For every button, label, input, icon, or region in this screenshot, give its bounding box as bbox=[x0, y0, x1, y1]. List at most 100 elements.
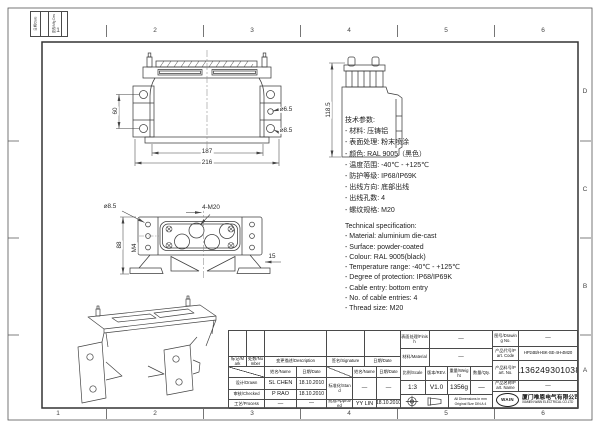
drawing-no-value: — bbox=[519, 331, 578, 347]
part-code-value: HP24B/H-BK-SE-4H-4M20 bbox=[519, 347, 578, 361]
ruler-letter: C bbox=[582, 185, 588, 193]
revision-header-number: 处数/Number bbox=[247, 357, 265, 367]
ruler-number: 2 bbox=[153, 26, 157, 34]
front-view bbox=[116, 50, 282, 166]
spec-line: - 出线方向: 底部出线 bbox=[345, 184, 410, 192]
spec-line: - 螺纹规格: M20 bbox=[345, 206, 395, 214]
qty-value: — bbox=[471, 381, 493, 395]
stand-label: 标准化/Stand bbox=[327, 378, 353, 400]
dim-label-216: 216 bbox=[200, 158, 214, 167]
dim-label-hole-6-5: ⌀6.5 bbox=[278, 105, 294, 114]
isometric-view bbox=[77, 295, 217, 404]
part-name-value: — bbox=[519, 381, 578, 392]
stand-name: — bbox=[353, 378, 377, 400]
name-header: 姓名/Name bbox=[265, 367, 297, 378]
qty-label: 数量/Qty. bbox=[471, 367, 493, 381]
ruler-number: 3 bbox=[250, 409, 254, 417]
spec-line: - No. of cable entries: 4 bbox=[345, 295, 418, 303]
corner-cell: 更改/Mfg Des bbox=[49, 12, 62, 36]
ruler-number: 1 bbox=[56, 26, 60, 34]
ruler-number: 5 bbox=[444, 409, 448, 417]
company-name-english: XIAMEN WAIN ELECTRICAL CO.LTD bbox=[522, 400, 574, 405]
tech-specs-chinese: 技术参数: - 材料: 压铸铝 - 表面处理: 粉末喷涂 - 颜色: RAL 9… bbox=[345, 115, 429, 216]
dim-label-bottom-8-5: ⌀8.5 bbox=[102, 202, 118, 211]
part-code-label: 产品代号/Part. Code bbox=[493, 347, 519, 361]
scale-label: 比例/Scale bbox=[400, 367, 426, 381]
spec-line: - 防护等级: IP68/IP69K bbox=[345, 173, 417, 181]
spec-line: - 温度范围: -40℃ - +125℃ bbox=[345, 161, 429, 169]
revision-empty-cell bbox=[265, 331, 327, 357]
spec-line: - 表面处理: 粉末喷涂 bbox=[345, 139, 410, 147]
finish-label: 表面处理/Finish bbox=[400, 331, 430, 349]
approved-label: 批准/Approved bbox=[327, 400, 353, 409]
cable-entry-holes bbox=[174, 222, 235, 250]
revision-header-signature: 签名/Signature bbox=[327, 357, 365, 367]
corner-cell-label: 日期/Date bbox=[32, 16, 37, 31]
revision-header-date: 日期/Date bbox=[365, 357, 401, 367]
name-header: 姓名/Name bbox=[353, 367, 377, 378]
projection-symbols bbox=[405, 395, 441, 408]
date-header: 日期/Date bbox=[297, 367, 327, 378]
revision-empty-cell bbox=[247, 331, 265, 357]
bottom-dimension-lines bbox=[120, 210, 281, 275]
spec-line: - Cable entry: bottom entry bbox=[345, 284, 428, 292]
revision-empty-cell bbox=[327, 331, 365, 357]
drawn-date: 18.10.2010 bbox=[297, 378, 327, 390]
ruler-number: 4 bbox=[347, 409, 351, 417]
titleblock-part-section: 图号/Drawing No. — 产品代号/Part. Code HP24B/H… bbox=[493, 330, 578, 409]
part-no-label: 产品料号/Part. No. bbox=[493, 361, 519, 381]
rev-value: V1.0 bbox=[426, 381, 448, 395]
checked-label: 审核/Checked bbox=[229, 390, 265, 400]
stand-date: — bbox=[377, 378, 401, 400]
process-name: — bbox=[265, 400, 297, 409]
ruler-number: 4 bbox=[347, 26, 351, 34]
checked-name: P RAO bbox=[265, 390, 297, 400]
dimension-note-line2: Original Size DIN A 4 bbox=[454, 401, 487, 406]
finish-value: — bbox=[430, 331, 493, 349]
ruler-number: 5 bbox=[444, 26, 448, 34]
part-name-label: 产品名称/Part. Name bbox=[493, 381, 519, 392]
process-date: — bbox=[297, 400, 327, 409]
spec-line: - Surface: powder-coated bbox=[345, 243, 424, 251]
ruler-letter: B bbox=[582, 282, 588, 290]
wain-logo: WAIN bbox=[496, 393, 519, 407]
company-name-chinese: 厦门唯恩电气有限公司 bbox=[522, 394, 578, 401]
corner-revision-strip: 日期/Date 更改/Mfg Des bbox=[30, 11, 68, 37]
company-cell: WAIN 厦门唯恩电气有限公司 XIAMEN WAIN ELECTRICAL C… bbox=[493, 392, 578, 409]
approved-date: 18.10.2010 bbox=[377, 400, 401, 409]
bottom-view bbox=[120, 206, 281, 279]
process-label: 工艺/Process bbox=[229, 400, 265, 409]
ruler-letter: A bbox=[582, 366, 588, 374]
part-no-value: 1136249301038 bbox=[519, 361, 578, 381]
ruler-number: 1 bbox=[56, 409, 60, 417]
dim-label-4-m20: 4-M20 bbox=[201, 203, 221, 212]
corner-cell bbox=[41, 12, 49, 36]
spec-line: - Material: aluminium die-cast bbox=[345, 233, 437, 241]
revision-empty-cell bbox=[365, 331, 401, 357]
dim-label-m4: M4 bbox=[130, 242, 139, 254]
diagonal-cell bbox=[229, 367, 265, 378]
date-header: 日期/Date bbox=[377, 367, 401, 378]
revision-header-mark: 标记/Mark bbox=[229, 357, 247, 367]
spec-line: - Colour: RAL 9005(black) bbox=[345, 253, 426, 261]
spec-line: - 出线孔数: 4 bbox=[345, 195, 386, 203]
weight-label: 重量/Weight bbox=[448, 367, 471, 381]
dimension-note-cell: All Dimensions in mm Original Size DIN A… bbox=[449, 395, 493, 409]
spec-line: - Thread size: M20 bbox=[345, 305, 404, 313]
dim-label-88: 88 bbox=[115, 240, 124, 250]
front-dimension-lines bbox=[116, 94, 280, 166]
corner-cell-label: 更改/Mfg Des bbox=[52, 14, 57, 34]
dim-label-15: 15 bbox=[267, 252, 277, 261]
drawing-no-label: 图号/Drawing No. bbox=[493, 331, 519, 347]
dimension-note-line1: All Dimensions in mm bbox=[454, 396, 487, 401]
ruler-number: 6 bbox=[541, 26, 545, 34]
titleblock-properties-section: 表面处理/Finish — 材料/Material — 比例/Scale 版本/… bbox=[400, 330, 493, 409]
material-value: — bbox=[430, 349, 493, 367]
drawn-name: SL CHEN bbox=[265, 378, 297, 390]
weight-value: 1356g bbox=[448, 381, 471, 395]
dim-label-118-5: 118.5 bbox=[324, 101, 333, 119]
spec-title: 技术参数: bbox=[345, 117, 375, 124]
tech-specs-english: Technical specification: - Material: alu… bbox=[345, 222, 460, 315]
spec-title: Technical specification: bbox=[345, 223, 417, 230]
